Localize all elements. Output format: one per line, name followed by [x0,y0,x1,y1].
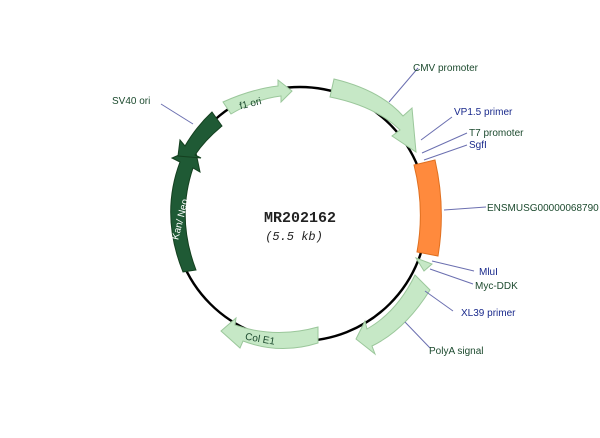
callout-mycddk [429,268,474,285]
callout-polya [404,321,431,349]
sgfi-label: SgfI [469,140,487,151]
callout-sgfi [423,144,468,161]
ensmusg-gene-feature [413,159,442,257]
ensmusg-label: ENSMUSG00000068790 [487,203,599,214]
col-e1-feature [220,316,319,350]
myc-ddk-feature [414,257,433,272]
sv40-ori-feature [177,111,223,159]
plasmid-name: MR202162 [264,210,336,227]
kan-neo-feature [170,147,201,273]
callout-vp15 [420,116,453,141]
vp15-primer-label: VP1.5 primer [454,107,513,118]
sv40-ori-label: SV40 ori [112,96,150,107]
cmv-promoter-label: CMV promoter [413,63,479,74]
mlui-label: MluI [479,267,498,278]
f1-ori-label: f1 ori [238,96,262,112]
col-e1-label: Col E1 [244,332,276,348]
callout-xl39 [424,290,454,312]
myc-ddk-label: Myc-DDK [475,281,518,292]
cmv-promoter-feature [329,78,417,153]
polya-signal-feature [355,274,431,356]
callout-sv40 [160,103,194,125]
callout-ensmusg [443,206,487,211]
callout-cmv [388,67,419,103]
callout-lines [160,67,487,349]
xl39-primer-label: XL39 primer [461,308,516,319]
f1-ori-feature [222,78,293,115]
callout-t7 [421,132,468,154]
t7-promoter-label: T7 promoter [469,128,524,139]
callout-mlui [431,260,475,272]
polya-signal-label: PolyA signal [429,346,483,357]
plasmid-size: (5.5 kb) [265,230,323,244]
